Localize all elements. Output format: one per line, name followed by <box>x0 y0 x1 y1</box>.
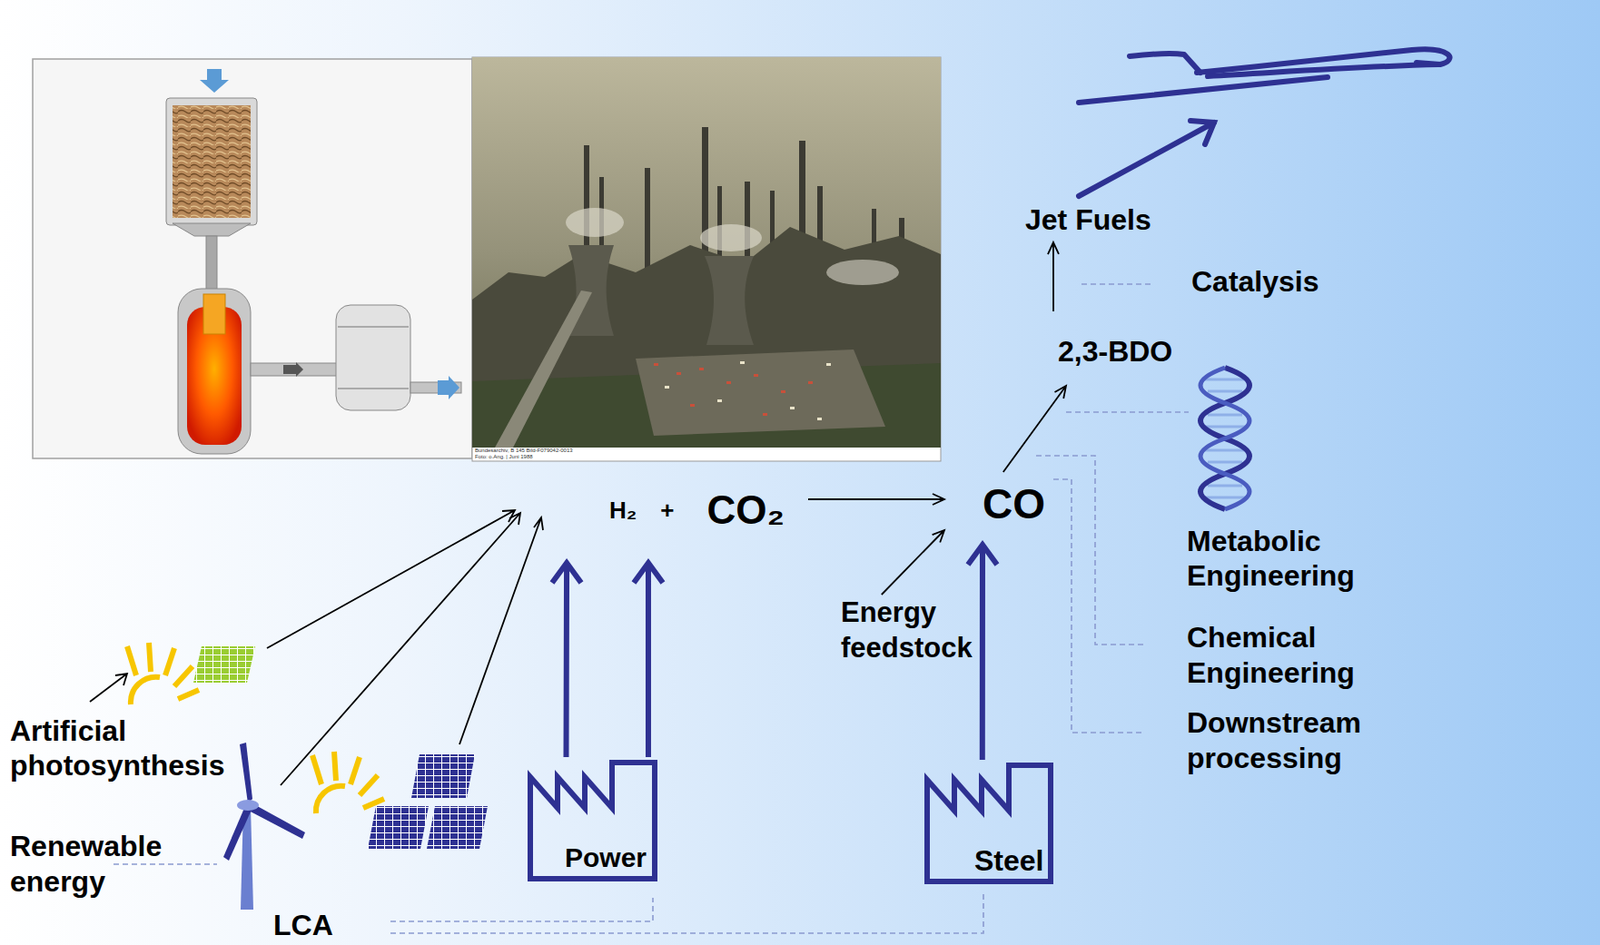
sun-icon <box>312 751 385 814</box>
flow-arrow-thick <box>552 562 582 758</box>
field-label: Catalysis <box>1191 264 1383 299</box>
gasifier-illustration <box>32 59 473 459</box>
source-arrows <box>89 510 544 786</box>
node-text: CO <box>944 472 1054 536</box>
solar-panel-green <box>193 646 256 683</box>
node-text: + <box>660 487 674 534</box>
intermediate-node: 2,3-BDO <box>1044 311 1181 386</box>
feed-gas-node: H₂ + CO₂ <box>544 476 809 563</box>
flow-arrow <box>808 493 945 505</box>
airplane-outline <box>1078 49 1450 103</box>
syngas-node: CO <box>944 472 1054 545</box>
node-text: Steel <box>923 760 1055 878</box>
leader-lines <box>113 284 1189 934</box>
flow-arrow <box>1047 242 1059 312</box>
photo-credit: Bundesarchiv, B 145 Bild-F079042-0013 <box>474 447 766 455</box>
solar-panels-blue <box>367 754 488 850</box>
power-plant-factory: Power <box>526 757 659 883</box>
field-label: Metabolic Engineering <box>1186 523 1383 593</box>
dna-icon <box>1200 367 1250 510</box>
node-text: H₂ <box>609 487 637 534</box>
node-text: Energy feedstock <box>840 594 987 666</box>
source-label: Renewable energy <box>9 829 192 900</box>
node-text: Power <box>526 757 659 875</box>
source-label: Artificial photosynthesis <box>9 713 238 783</box>
node-text: 2,3-BDO <box>1044 311 1181 368</box>
flow-arrow-thick <box>633 562 663 758</box>
steel-plant-photo <box>472 57 941 462</box>
steel-plant-factory: Steel <box>923 760 1055 886</box>
flow-arrow <box>881 530 945 595</box>
node-text: CO₂ <box>707 487 786 534</box>
photo-credit: Foto: o.Ang. | Juni 1988 <box>474 454 766 461</box>
field-label: Downstream processing <box>1186 705 1383 777</box>
flow-arrow <box>1003 385 1067 473</box>
wind-turbine <box>223 742 306 910</box>
node-text: Jet Fuels <box>1021 201 1158 238</box>
energy-feedstock-node: Energy feedstock <box>840 594 987 668</box>
product-node: Jet Fuels <box>1021 201 1158 243</box>
sun-icon <box>127 642 199 705</box>
flow-arrow-thick <box>967 544 998 761</box>
plane-arrow <box>1078 120 1215 197</box>
field-label: Chemical Engineering <box>1186 620 1383 692</box>
lca-label: LCA <box>273 910 365 940</box>
